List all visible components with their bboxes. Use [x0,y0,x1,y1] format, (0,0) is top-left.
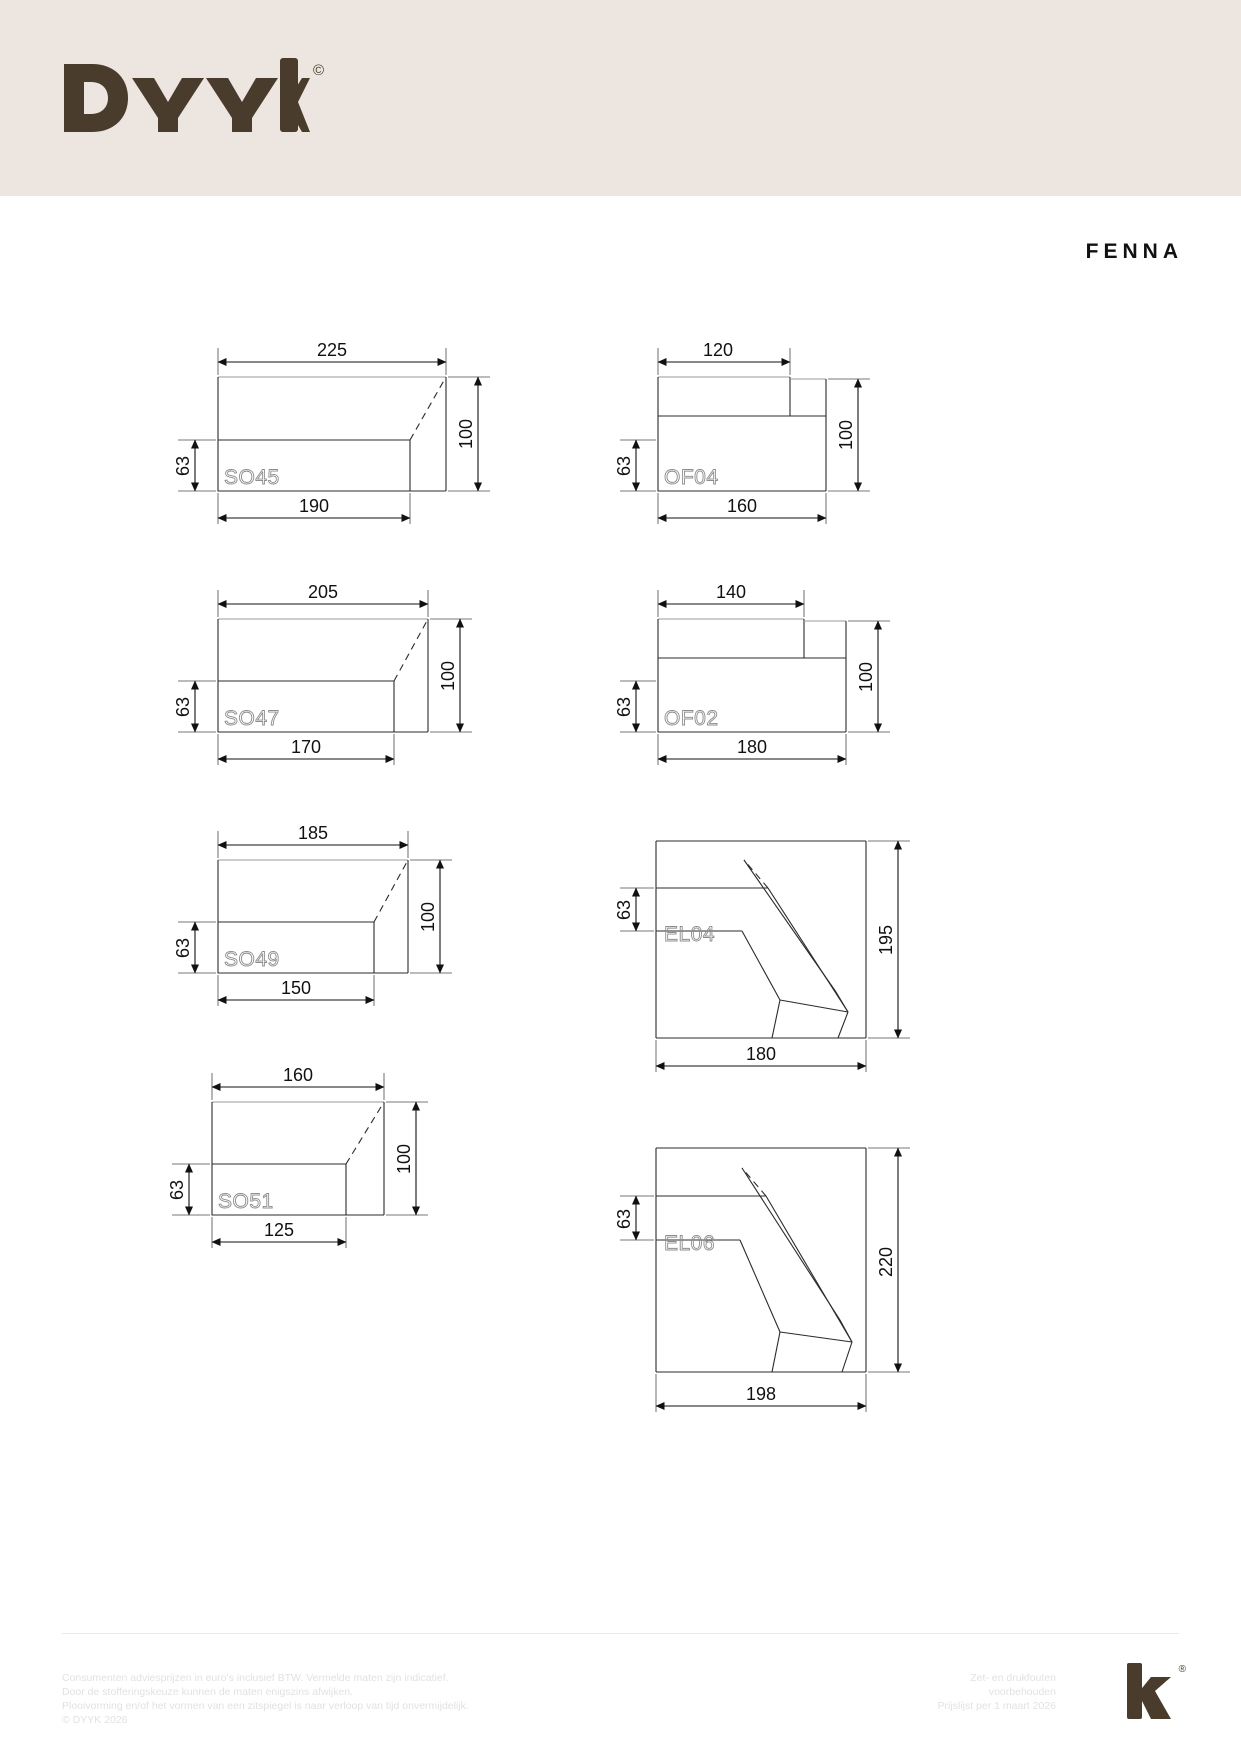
brand-logo: © [62,58,324,134]
diagram-el04: 63 195 180 EL04 [614,840,910,1072]
k-logo-icon [1126,1663,1171,1719]
so51-top-dim: 160 [283,1065,313,1085]
so47-code: SO47 [224,707,280,730]
el04-bottom-dim: 180 [746,1044,776,1064]
so45-top-dim: 225 [317,340,347,360]
registered-mark: © [313,62,325,79]
so51-bottom-dim: 125 [264,1220,294,1240]
page-footer: Consumenten adviesprijzen in euro's incl… [0,1625,1241,1755]
so51-height-dim: 63 [167,1180,187,1200]
diagram-so47: 205 63 100 170 SO47 [173,582,472,765]
diagram-el06: 63 220 198 EL06 [614,1147,910,1412]
diagram-of02: 140 63 100 180 OF02 [614,582,890,765]
diagram-so45: 225 63 100 190 SO45 [173,340,490,524]
of02-bottom-dim: 180 [737,737,767,757]
so45-bottom-dim: 190 [299,496,329,516]
el06-bottom-dim: 198 [746,1384,776,1404]
of04-code: OF04 [664,466,719,489]
so51-right-dim: 100 [394,1144,414,1174]
of04-right-dim: 100 [836,420,856,450]
el06-height-dim: 63 [614,1209,634,1229]
el06-code: EL06 [664,1232,715,1255]
so49-top-dim: 185 [298,823,328,843]
so51-code: SO51 [218,1190,274,1213]
footer-notice: Zet- en drukfouten voorbehouden Prijslij… [937,1672,1056,1712]
of02-height-dim: 63 [614,697,634,717]
el04-height-dim: 63 [614,900,634,920]
diagram-so51: 160 63 100 125 SO51 [167,1065,428,1248]
of04-height-dim: 63 [614,456,634,476]
of02-code: OF02 [664,707,719,730]
footer-registered-mark: ® [1178,1664,1186,1675]
footer-divider [62,1633,1179,1634]
of04-top-dim: 120 [703,340,733,360]
collection-title: FENNA [1085,240,1183,263]
page-header: © [0,0,1241,196]
el04-right-dim: 195 [876,925,896,955]
footer-disclaimer: Consumenten adviesprijzen in euro's incl… [62,1672,469,1726]
el04-code: EL04 [664,923,715,946]
el06-right-dim: 220 [876,1247,896,1277]
so45-right-dim: 100 [456,419,476,449]
so47-height-dim: 63 [173,697,193,717]
so47-top-dim: 205 [308,582,338,602]
so49-bottom-dim: 150 [281,978,311,998]
so47-bottom-dim: 170 [291,737,321,757]
footer-brand-mark: ® [1125,1663,1186,1719]
so47-right-dim: 100 [438,661,458,691]
dyyk-logo-icon [64,58,310,132]
so49-right-dim: 100 [418,902,438,932]
of02-right-dim: 100 [856,662,876,692]
diagram-so49: 185 63 100 150 SO49 [173,823,452,1006]
so49-height-dim: 63 [173,938,193,958]
diagram-of04: 120 63 100 160 OF04 [614,340,870,524]
so49-code: SO49 [224,948,280,971]
of04-bottom-dim: 160 [727,496,757,516]
of02-top-dim: 140 [716,582,746,602]
so45-code: SO45 [224,466,280,489]
so45-height-dim: 63 [173,456,193,476]
